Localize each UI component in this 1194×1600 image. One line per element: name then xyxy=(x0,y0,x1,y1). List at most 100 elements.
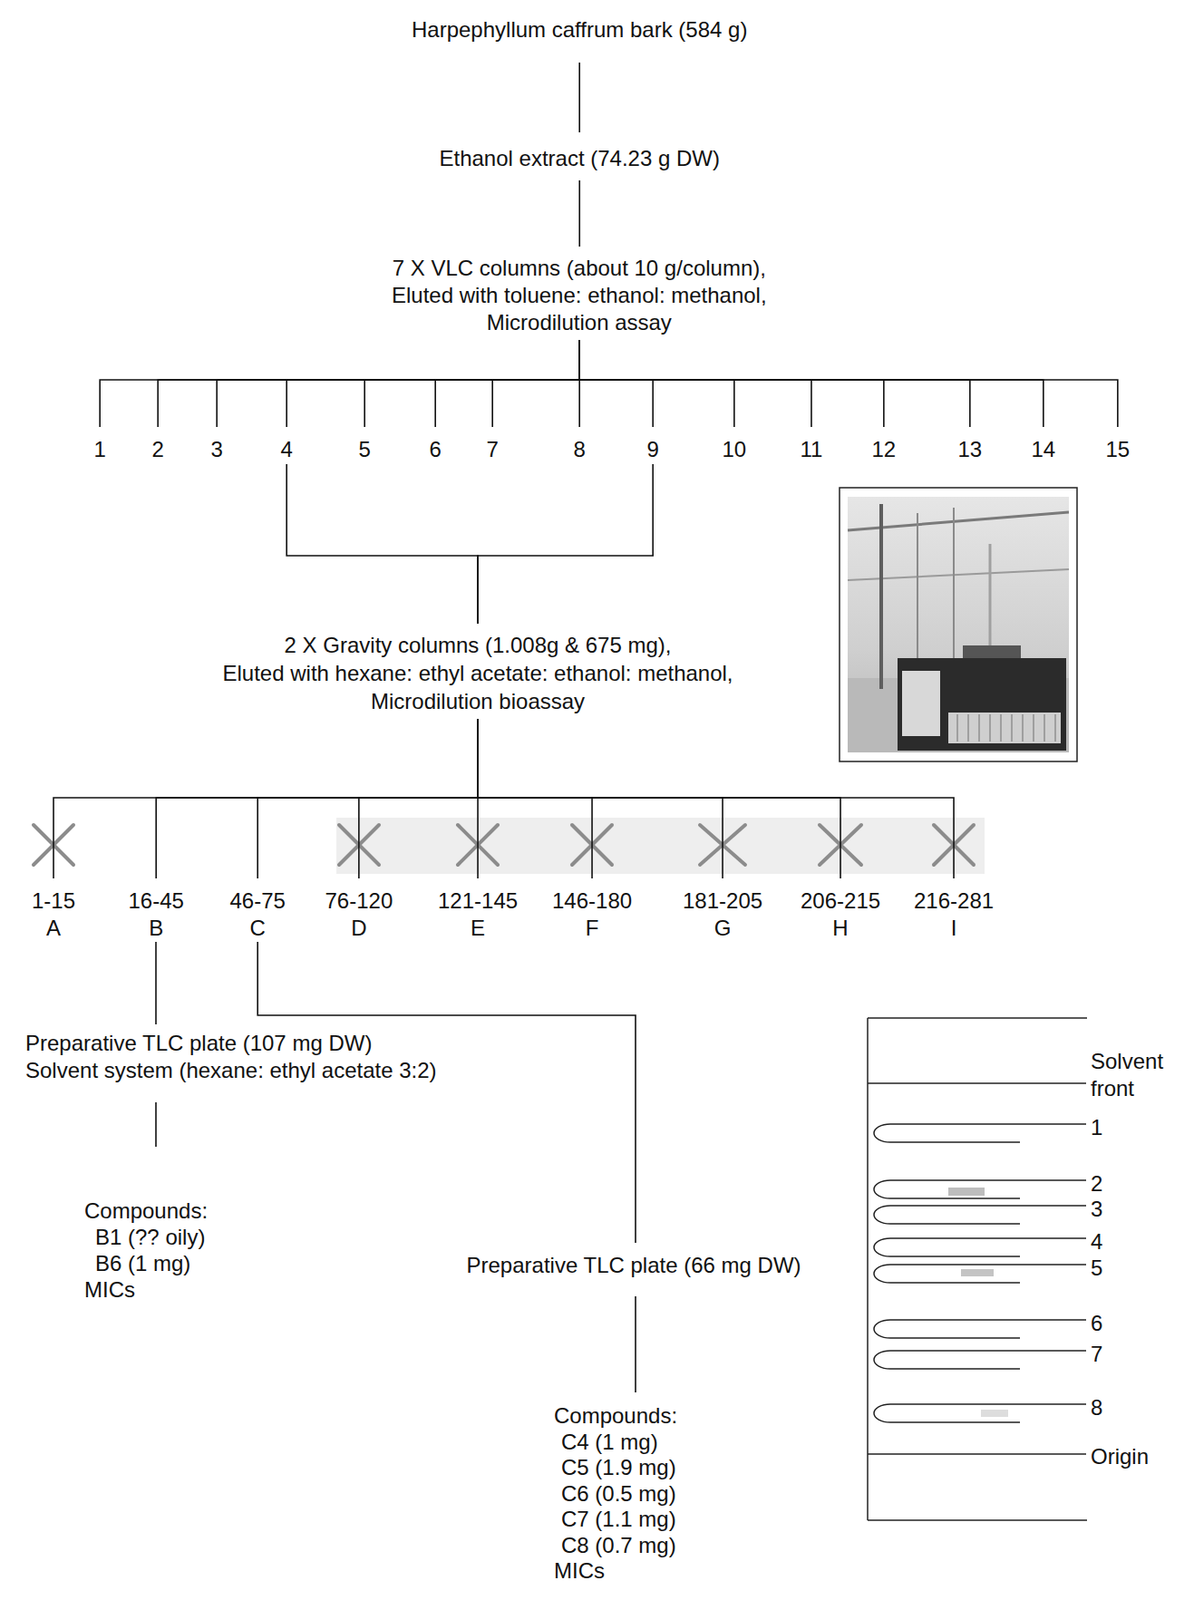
node-text: F xyxy=(552,914,632,942)
photo-tube xyxy=(1054,714,1057,742)
node-text: 14 xyxy=(1031,436,1057,463)
spot-number: 3 xyxy=(1090,1197,1103,1222)
photo-stand xyxy=(962,645,1021,661)
step-label: Preparative TLC plate (66 mg DW) xyxy=(466,1242,802,1297)
step-label: Ethanol extract (74.23 g DW) xyxy=(439,132,720,181)
compound-list: Compounds:B1 (?? oily)B6 (1 mg)MICs xyxy=(84,1146,208,1303)
fraction-label: 216-281I xyxy=(913,878,994,942)
node-text: 2 X Gravity columns (1.008g & 675 mg), xyxy=(223,630,734,660)
photo-instrument xyxy=(897,658,1067,751)
node-text: 216-281 xyxy=(913,887,994,915)
node-text: 5 xyxy=(359,436,371,463)
fraction-number: 10 xyxy=(722,427,748,465)
node-text: 2 xyxy=(152,436,165,463)
node-text: 121-145 xyxy=(437,887,518,915)
node-text: 13 xyxy=(958,436,983,463)
tlc-spot xyxy=(873,1264,1087,1283)
node-text: D xyxy=(325,914,394,942)
connector-line xyxy=(579,339,1118,428)
fraction-number: 11 xyxy=(800,427,824,465)
tlc-spot xyxy=(873,1238,1087,1257)
connector-line xyxy=(286,464,478,624)
node-text: 76-120 xyxy=(325,887,394,915)
node-text: MICs xyxy=(84,1276,208,1303)
node-text: I xyxy=(913,914,994,942)
node-text: 6 xyxy=(429,436,442,463)
apparatus-photo xyxy=(839,487,1078,762)
fraction-label: 1-15A xyxy=(31,878,76,942)
connector-line xyxy=(257,718,478,879)
photo-glassware xyxy=(989,543,992,650)
node-text: Harpephyllum caffrum bark (584 g) xyxy=(411,16,748,43)
node-text: C4 (1 mg) xyxy=(561,1429,678,1457)
node-text: E xyxy=(437,914,518,942)
node-text: G xyxy=(682,914,763,942)
connector-line xyxy=(578,180,581,247)
node-text: 7 X VLC columns (about 10 g/column), xyxy=(391,254,767,282)
fraction-number: 2 xyxy=(152,427,165,465)
photo-pole xyxy=(916,513,919,671)
node-text: 12 xyxy=(872,436,897,463)
connector-line xyxy=(579,339,1044,428)
photo-frame xyxy=(839,487,1078,762)
spot-shading xyxy=(948,1187,985,1196)
connector-line xyxy=(579,339,812,428)
connector-line xyxy=(477,718,723,879)
tlc-spot xyxy=(873,1180,1087,1199)
plate-edge xyxy=(867,1519,1088,1522)
fraction-number: 3 xyxy=(211,427,224,465)
connector-line xyxy=(477,464,653,624)
node-text: 8 xyxy=(573,436,586,463)
node-text: A xyxy=(31,914,76,942)
node-text: 1 xyxy=(94,436,107,463)
spot-number: 1 xyxy=(1090,1116,1103,1140)
fraction-label: 16-45B xyxy=(128,878,185,942)
connector-line xyxy=(477,718,593,879)
origin-line xyxy=(867,1453,1087,1456)
node-text: Compounds: xyxy=(84,1197,208,1224)
photo-tube xyxy=(1010,714,1013,742)
solvent-front-line xyxy=(867,1082,1087,1085)
node-text: 16-45 xyxy=(128,887,185,915)
photo-tube-rack xyxy=(948,712,1061,744)
connector-line xyxy=(53,718,478,879)
fraction-number: 9 xyxy=(647,427,660,465)
plate-edge xyxy=(867,1017,1088,1020)
fraction-number: 4 xyxy=(281,427,293,465)
node-text: 11 xyxy=(800,436,824,463)
photo-tube xyxy=(1043,714,1046,742)
shaded-band xyxy=(336,817,985,874)
node-text: C6 (0.5 mg) xyxy=(561,1481,678,1508)
node-text: Eluted with toluene: ethanol: methanol, xyxy=(391,281,767,310)
tlc-spot xyxy=(873,1350,1087,1369)
tlc-spot xyxy=(873,1124,1087,1143)
fraction-number: 8 xyxy=(573,427,586,465)
node-text: Ethanol extract (74.23 g DW) xyxy=(439,145,720,172)
tlc-spot xyxy=(873,1205,1087,1224)
spot-number: 4 xyxy=(1090,1230,1103,1254)
fraction-number: 12 xyxy=(872,427,897,465)
spot-number: 7 xyxy=(1090,1342,1103,1367)
connector-line xyxy=(579,339,653,428)
node-text: 206-215 xyxy=(800,887,881,915)
connector-line xyxy=(579,339,735,428)
connector-line xyxy=(155,941,157,1025)
node-text: C xyxy=(230,914,286,942)
fraction-number: 15 xyxy=(1106,427,1131,465)
photo-panel xyxy=(902,670,941,737)
node-text: C5 (1.9 mg) xyxy=(561,1455,678,1482)
connector-line xyxy=(216,339,580,428)
tlc-plate xyxy=(867,1018,1088,1521)
tlc-spot xyxy=(873,1404,1087,1423)
fraction-number: 14 xyxy=(1031,427,1057,465)
node-text: Compounds: xyxy=(553,1403,678,1430)
node-text: 7 xyxy=(486,436,499,463)
node-text: Microdilution bioassay xyxy=(223,687,734,716)
spot-number: 8 xyxy=(1090,1396,1103,1420)
photo-tube xyxy=(956,714,959,742)
node-text: 181-205 xyxy=(682,887,763,915)
fraction-label: 146-180F xyxy=(552,878,632,942)
fraction-label: 206-215H xyxy=(800,878,881,942)
